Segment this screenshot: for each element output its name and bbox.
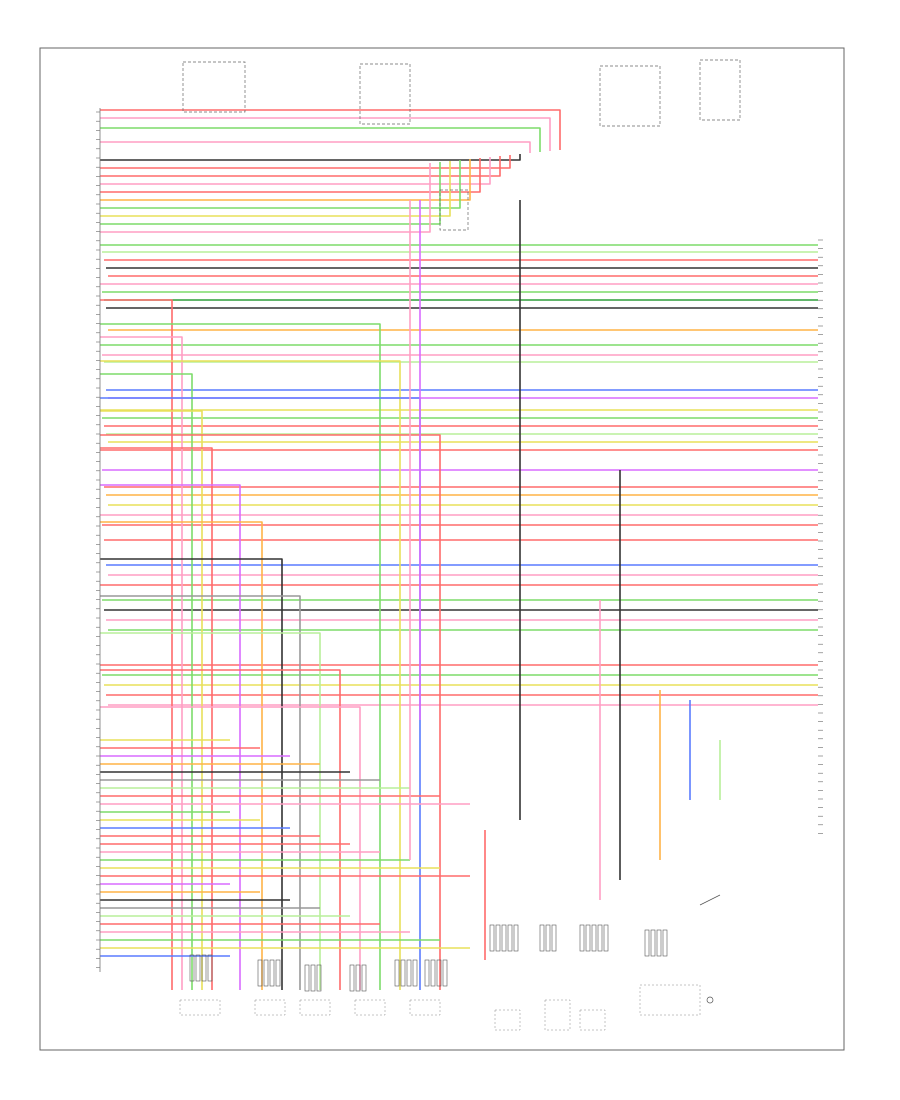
injector-terminal [603,924,609,952]
upper-wire [100,158,481,193]
injector-terminal [355,964,361,992]
injector-terminal [310,964,316,992]
wire-layer [100,109,818,990]
diagram-border [39,47,845,1051]
drop-wire [100,521,263,990]
injector-terminal [489,924,495,952]
upper-wire [100,141,531,153]
injector-terminal [579,924,585,952]
upper-wire [100,157,491,185]
upper-wire [100,155,511,169]
injector-terminal [257,959,263,987]
upper-wire [100,154,521,161]
upper-wire [100,161,451,217]
injector-terminal [551,924,557,952]
injector-terminal [442,959,448,987]
injector-terminal [207,954,213,982]
upper-wire [100,127,541,152]
upper-wire [100,156,501,177]
component-outline [179,999,221,1016]
component-outline [544,999,571,1031]
injector-terminal [585,924,591,952]
injector-terminal [513,924,519,952]
injector-terminal [650,929,656,957]
component-outline [254,999,286,1016]
upper-wire [100,159,471,201]
injector-terminal [269,959,275,987]
injector-terminal [545,924,551,952]
upper-wire [100,162,441,225]
component-box [439,189,469,231]
connector-layer [96,108,823,972]
injector-terminal [316,964,322,992]
drop-wire [100,706,361,990]
component-outline [494,1009,521,1031]
injector-terminal [591,924,597,952]
injector-terminal [394,959,400,987]
component-box [359,63,411,125]
component-outline [639,984,701,1016]
injector-terminal [597,924,603,952]
drop-wire [100,434,441,990]
component-box [699,59,741,121]
injector-terminal [656,929,662,957]
component-box [599,65,661,127]
injector-terminal [412,959,418,987]
injector-terminal [263,959,269,987]
injector-terminal [189,954,195,982]
switch-icon [699,894,721,906]
injector-terminal [507,924,513,952]
upper-wire [100,160,461,209]
injector-terminal [436,959,442,987]
injector-terminal [275,959,281,987]
upper-wire [100,163,431,233]
injector-terminal [400,959,406,987]
upper-wire [100,109,561,150]
drop-wire [100,373,193,990]
injector-terminal [495,924,501,952]
component-box [182,61,246,113]
drop-wire [100,447,213,990]
component-outline [354,999,386,1016]
sensor-icon [706,996,714,1004]
injector-terminal [201,954,207,982]
injector-terminal [424,959,430,987]
drop-wire [100,632,321,990]
injector-terminal [539,924,545,952]
injector-terminal [644,929,650,957]
drop-wire [100,299,173,990]
component-outline [409,999,441,1016]
drop-wire [100,360,401,990]
drop-wire [100,669,341,990]
component-layer [179,59,741,1031]
injector-terminal [304,964,310,992]
injector-terminal [501,924,507,952]
injector-terminal [662,929,668,957]
component-outline [299,999,331,1016]
drop-wire [100,558,283,990]
injector-terminal [195,954,201,982]
injector-terminal [361,964,367,992]
upper-wire [100,117,551,151]
drop-wire [100,484,241,990]
injector-terminal [430,959,436,987]
drop-wire [100,323,381,990]
drop-wire [100,595,301,990]
component-outline [579,1009,606,1031]
drop-wire [100,410,203,990]
injector-terminal [406,959,412,987]
injector-terminal [349,964,355,992]
